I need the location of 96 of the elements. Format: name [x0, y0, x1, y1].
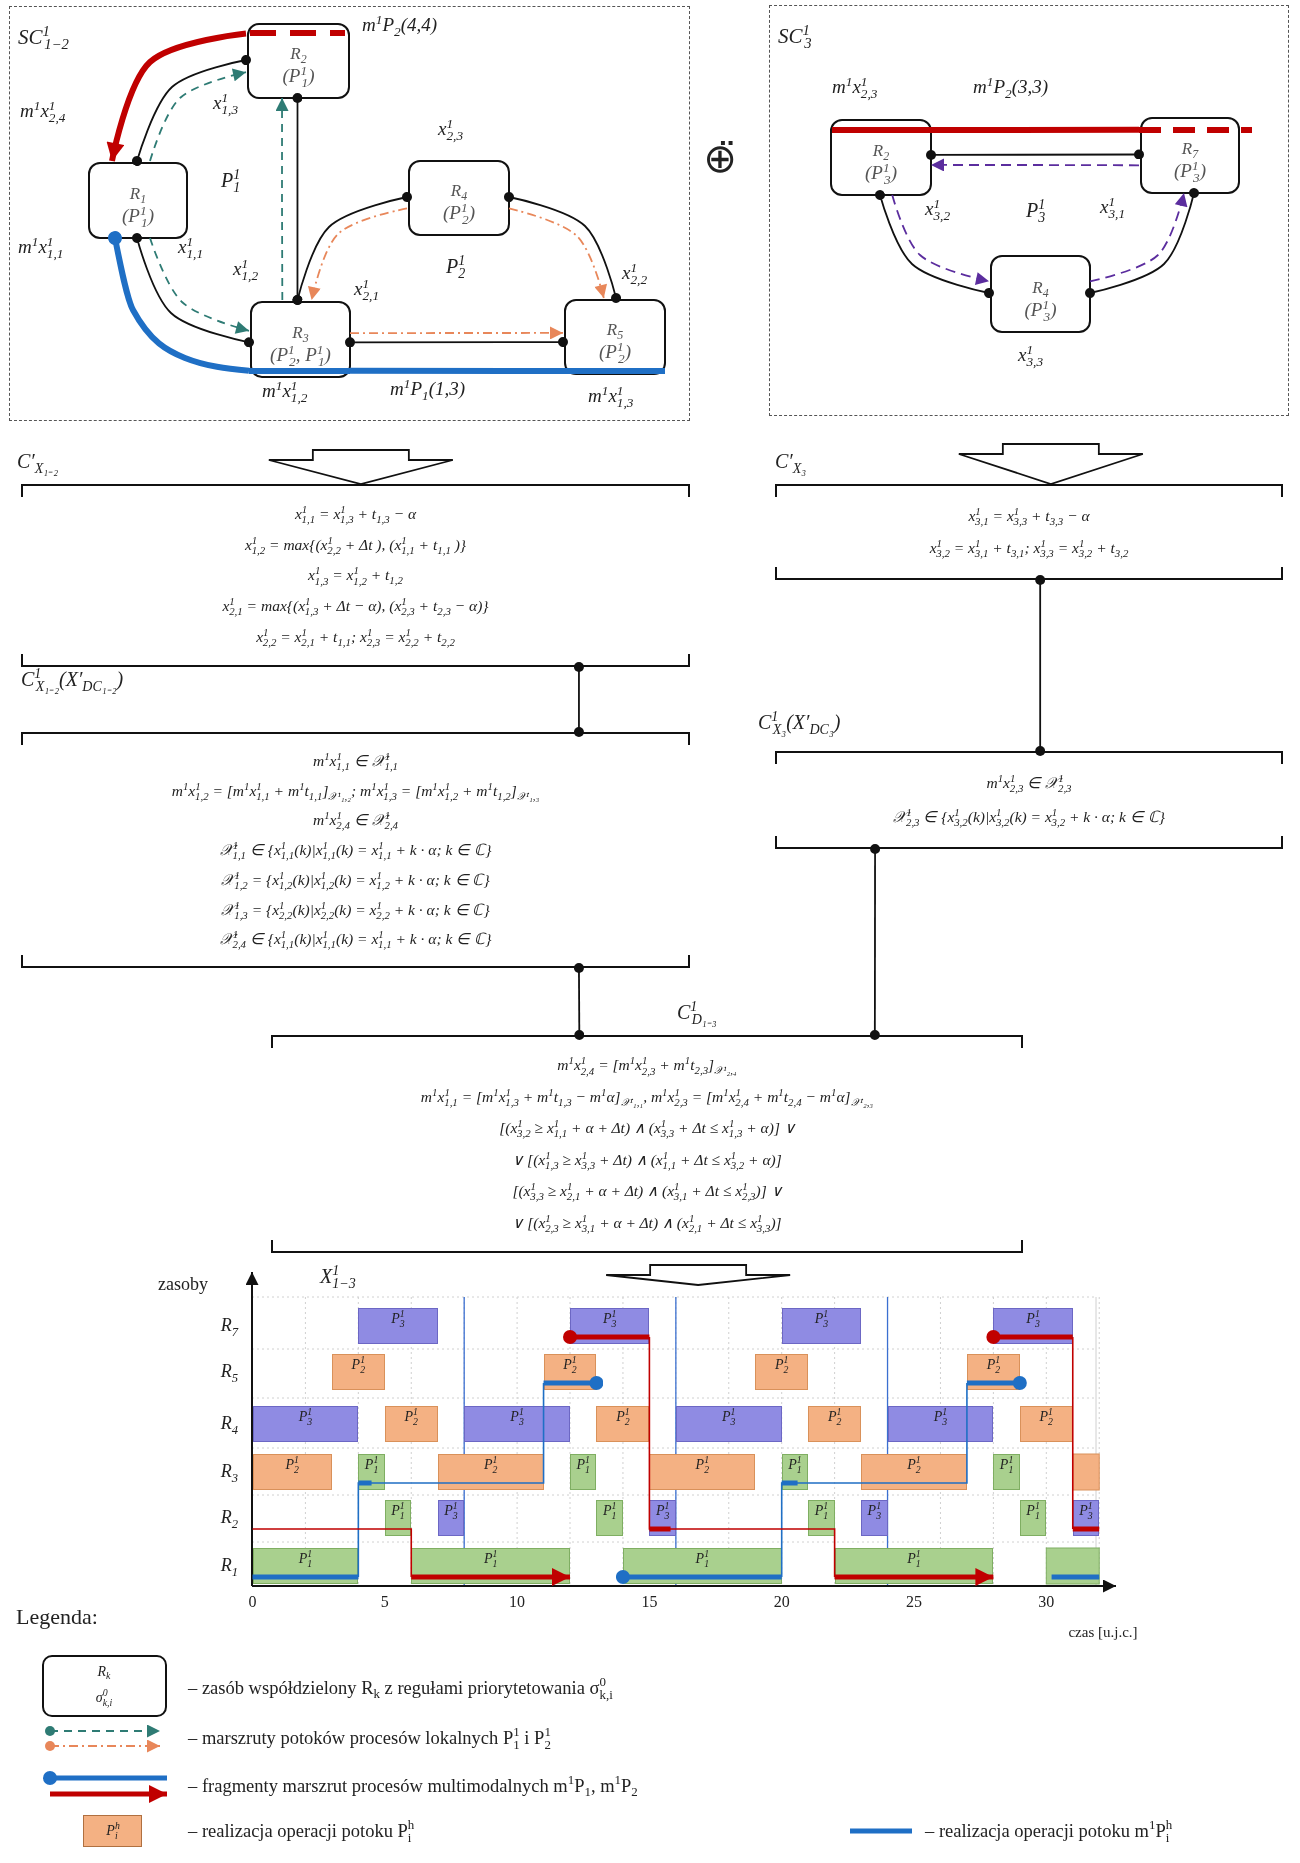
resource-box [830, 119, 932, 196]
route-label: m$^{1}$P$_{1}$(1,3) [390, 378, 466, 401]
resource-name: R$_{5}$ [606, 319, 624, 341]
tick-label: R$_{1}$ [220, 1555, 238, 1577]
axis-title: czas [u.j.c.] [1068, 1623, 1138, 1641]
connector-line [292, 192, 412, 305]
equation: m$^{1}$x$^{1}$$_{1,1}$ = [m$^{1}$x$^{1}$$_{1,3}$ + m$^{1}$t$_{1,3}$ − m$^{1}$α]$_{𝒳¹₁,₁}$, m$^{1}$x$^{1}$$_{2,3}$ = [m$^{1}$x$^{1}$$_{2,4}$ + m$^{1}$t$_{2,4}$ − m$^{1}$α]$_{𝒳¹₂,₃}$ [420, 1087, 874, 1106]
equation: 𝒳$^{1}$$_{1,2}$ = {x$^{1}$$_{1,2}$(k)|x$^{1}$$_{1,2}$(k) = x$^{1}$$_{1,2}$ + k · α; k ∈ ℂ} [221, 870, 490, 889]
block-arrow [267, 449, 454, 485]
connector-line [292, 93, 303, 305]
route-line [931, 126, 1139, 133]
dashed-panel [769, 5, 1289, 416]
resource-name: R$_{3}$ [292, 322, 309, 344]
process-label: (P$^{1}$$_{3}$) [1024, 299, 1057, 321]
arrow [275, 97, 289, 301]
route-label: m$^{1}$P$_{2}$(3,3) [973, 76, 1049, 99]
process-label: (P$^{1}$$_{2}$) [599, 341, 631, 363]
route-label: m$^{1}$P$_{2}$(4,4) [362, 14, 438, 37]
tick-label: 5 [380, 1592, 389, 1612]
arrow [508, 207, 607, 299]
equation: x$^{1}$$_{1,3}$ = x$^{1}$$_{1,2}$ + t$_{1,2}$ [308, 566, 403, 585]
equation: ∨ [(x$^{1}$$_{1,3}$ ≥ x$^{1}$$_{3,3}$ + Δt) ∧ (x$^{1}$$_{1,1}$ + Δt ≤ x$^{1}$$_{3,2}$ + α)] [512, 1150, 782, 1169]
equation: 𝒳$^{1}$$_{2,4}$ ∈ {x$^{1}$$_{1,1}$(k)|x$^{1}$$_{1,1}$(k) = x$^{1}$$_{1,1}$ + k · α; k ∈ ℂ} [219, 930, 492, 949]
dashed-panel [9, 6, 690, 421]
process-label: (P$^{1}$$_{2}$) [443, 202, 475, 224]
connector-line [1035, 575, 1046, 756]
process-label: (P$^{1}$$_{1}$) [282, 65, 315, 87]
block-arrow [957, 443, 1144, 485]
resource-name: R$_{2}$ [872, 140, 890, 162]
equation: x$^{1}$$_{3,2}$ = x$^{1}$$_{3,1}$ + t$_{3,1}$; x$^{1}$$_{3,3}$ = x$^{1}$$_{3,2}$ + t$_{3,2}$ [929, 539, 1129, 558]
arrow [930, 158, 1140, 172]
tick-label: 0 [248, 1592, 257, 1612]
tick-label: 20 [773, 1592, 790, 1612]
tick-label: 30 [1038, 1592, 1055, 1612]
connector-line [132, 233, 254, 348]
equation: 𝒳$^{1}$$_{1,3}$ = {x$^{1}$$_{2,2}$(k)|x$^{1}$$_{2,2}$(k) = x$^{1}$$_{2,2}$ + k · α; k ∈ ℂ} [221, 900, 490, 919]
connector-line [926, 149, 1144, 160]
tick-label: 10 [509, 1592, 526, 1612]
resource-box [408, 160, 510, 236]
tick-label: R$_{7}$ [220, 1315, 238, 1337]
arrow [1089, 192, 1188, 283]
connector-line [504, 192, 622, 303]
route-line [108, 231, 250, 374]
tick-label: R$_{4}$ [220, 1413, 238, 1435]
block-arrow [605, 1264, 792, 1286]
equation: x$^{1}$$_{1,1}$ = x$^{1}$$_{1,3}$ + t$_{1,3}$ − α [294, 504, 417, 523]
tick-label: R$_{5}$ [220, 1361, 238, 1383]
equation: ∨ [(x$^{1}$$_{2,3}$ ≥ x$^{1}$$_{3,1}$ + α + Δt) ∧ (x$^{1}$$_{2,1}$ + Δt ≤ x$^{1}$$_{3,3}$)] [512, 1213, 782, 1232]
equation: x$^{1}$$_{1,2}$ = max{(x$^{1}$$_{2,2}$ + Δt ), (x$^{1}$$_{1,1}$ + t$_{1,1}$ )} [244, 535, 467, 554]
symbol-label: R$_{k}$ [97, 1663, 111, 1681]
legend-text: – fragmenty marszrut procesów multimodalnych m$^{1}$P$_{1}$, m$^{1}$P$_{2}$ [188, 1775, 638, 1797]
connector-line [573, 662, 584, 737]
connector-line [573, 963, 585, 1040]
resource-name: R$_{4}$ [450, 180, 468, 202]
tick-label: R$_{2}$ [220, 1507, 238, 1529]
arrow [349, 326, 564, 340]
resource-box [564, 299, 666, 375]
connector-line [345, 337, 568, 348]
resource-box [247, 23, 350, 99]
resource-name: R$_{7}$ [1181, 138, 1199, 160]
process-label: (P$^{1}$$_{2}$, P$^{1}$$_{1}$) [270, 344, 331, 366]
arrow [308, 207, 408, 301]
equation: [(x$^{1}$$_{3,3}$ ≥ x$^{1}$$_{2,1}$ + α + Δt) ∧ (x$^{1}$$_{3,1}$ + Δt ≤ x$^{1}$$_{2,3}$)] ∨ [512, 1182, 782, 1201]
tick-label: 25 [906, 1592, 922, 1612]
resource-name: R$_{4}$ [1032, 277, 1049, 299]
connector-line [1085, 188, 1199, 298]
axis-title: zasoby [158, 1274, 208, 1296]
process-label: (P$^{1}$$_{1}$) [122, 205, 154, 227]
resource-box [250, 301, 351, 378]
process-label: (P$^{1}$$_{3}$) [1174, 160, 1206, 182]
arrow [149, 68, 247, 162]
tick-label: 15 [641, 1592, 658, 1612]
equation: 𝒳$^{1}$$_{2,3}$ ∈ {x$^{1}$$_{3,2}$(k)|x$^{1}$$_{3,2}$(k) = x$^{1}$$_{3,2}$ + k · α; k ∈ ℂ} [893, 807, 1165, 826]
equation: [(x$^{1}$$_{3,2}$ ≥ x$^{1}$$_{1,1}$ + α + Δt) ∧ (x$^{1}$$_{3,3}$ + Δt ≤ x$^{1}$$_{1,3}$ + α)] ∨ [499, 1119, 795, 1138]
equation: m$^{1}$x$^{1}$$_{2,4}$ = [m$^{1}$x$^{1}$$_{2,3}$ + m$^{1}$t$_{2,3}$]$_{𝒳¹₂,₄}$ [557, 1056, 737, 1075]
route-line [350, 367, 563, 374]
connector-line [132, 55, 251, 166]
process-label: (P$^{1}$$_{3}$) [865, 162, 897, 184]
arrow [106, 30, 247, 162]
tick-label: R$_{3}$ [220, 1461, 238, 1483]
legend-title: Legenda: [16, 1604, 98, 1631]
arrow [149, 237, 250, 334]
equation: 𝒳$^{1}$$_{1,1}$ ∈ {x$^{1}$$_{1,1}$(k)|x$^{1}$$_{1,1}$(k) = x$^{1}$$_{1,1}$ + k · α; k ∈ ℂ} [219, 841, 492, 859]
equation: x$^{1}$$_{2,2}$ = x$^{1}$$_{2,1}$ + t$_{1,1}$; x$^{1}$$_{2,3}$ = x$^{1}$$_{2,2}$ + t$_{2,2}$ [256, 628, 455, 647]
operator-symbol: ⊕̈ [703, 134, 737, 182]
resource-box [1140, 117, 1240, 194]
resource-name: R$_{2}$ [290, 43, 307, 65]
equation: x$^{1}$$_{2,1}$ = max{(x$^{1}$$_{1,3}$ + Δt − α), (x$^{1}$$_{2,3}$ + t$_{2,3}$ − α)} [222, 597, 489, 616]
equation: m$^{1}$x$^{1}$$_{1,2}$ = [m$^{1}$x$^{1}$$_{1,1}$ + m$^{1}$t$_{1,1}$]$_{𝒳¹₁,₂}$; m$^{1}$x$^{1}$$_{1,3}$ = [m$^{1}$x$^{1}$$_{1,2}$ + m$^{1}$t$_{1,2}$]$_{𝒳¹₁,₃}$ [171, 781, 540, 800]
resource-box [990, 255, 1091, 333]
connector-line [869, 844, 881, 1040]
resource-name: R$_{1}$ [129, 183, 147, 205]
equation: x$^{1}$$_{3,1}$ = x$^{1}$$_{3,3}$ + t$_{3,3}$ − α [968, 506, 1090, 525]
arrow [891, 194, 990, 285]
connector-line [875, 190, 994, 298]
resource-box [88, 162, 188, 239]
